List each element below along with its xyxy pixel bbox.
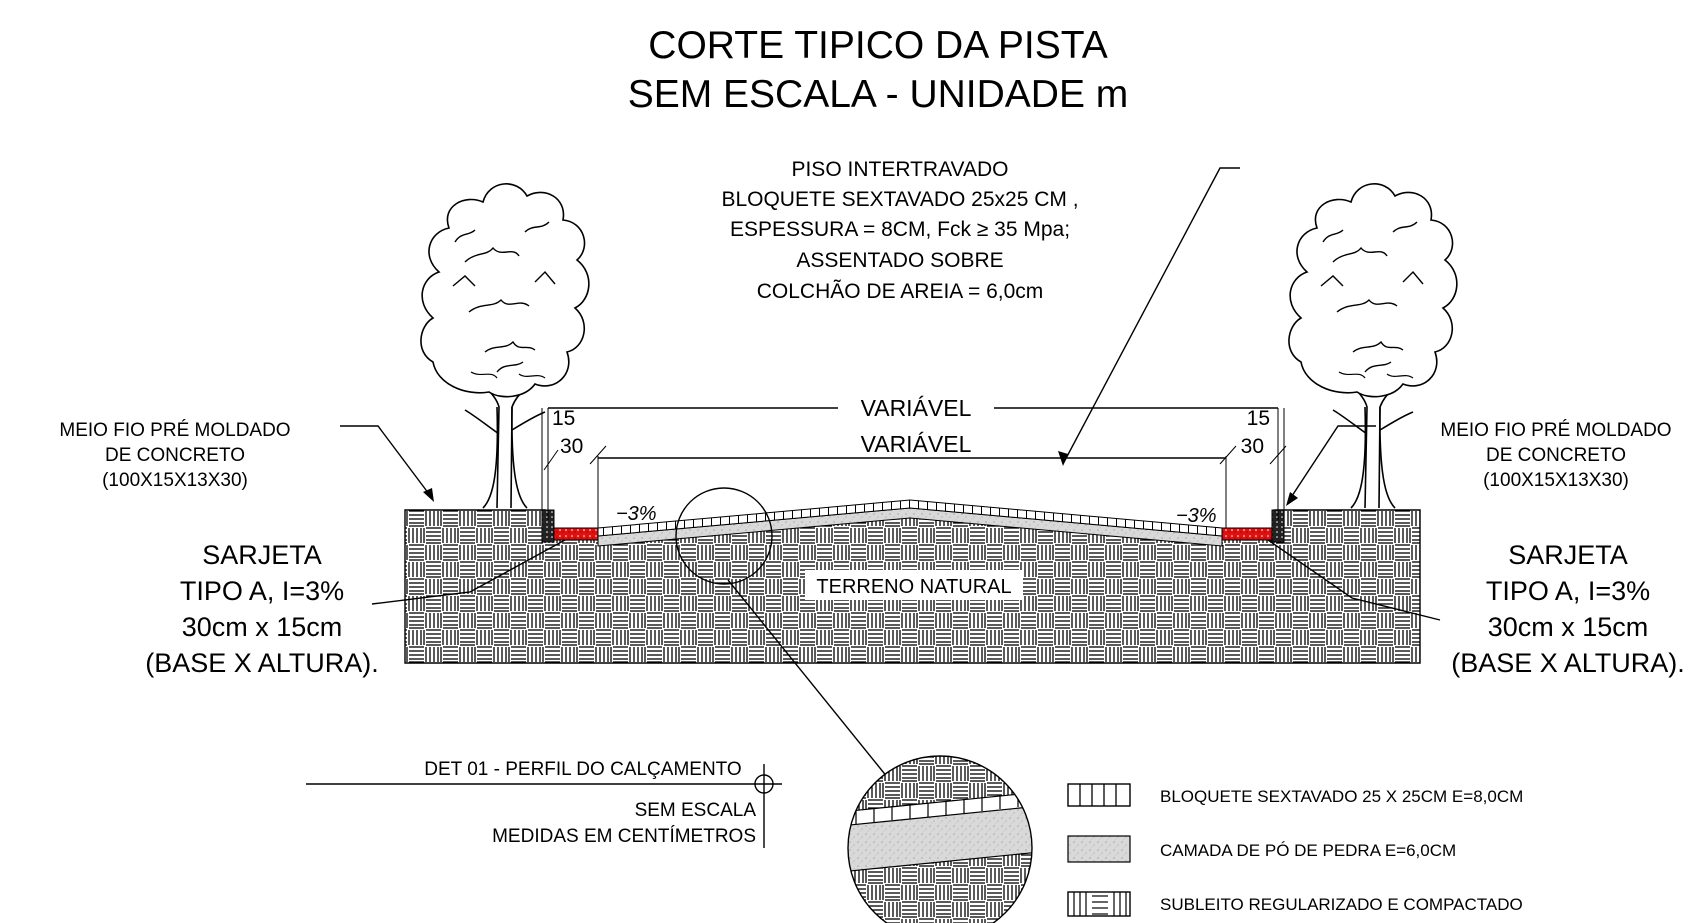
detail-callout-circle xyxy=(675,487,773,585)
pavement-note-line-1: PISO INTERTRAVADO xyxy=(791,158,1008,181)
legend-label-blocks: BLOQUETE SEXTAVADO 25 X 25CM E=8,0CM xyxy=(1160,787,1523,806)
detail-scale: SEM ESCALA xyxy=(635,800,757,821)
legend-swatch-stone-dust xyxy=(1067,835,1131,863)
dimension-curb-right: 15 xyxy=(1247,407,1270,430)
detail-magnified-circle xyxy=(847,755,1033,923)
gutter-label-left-line-1: SARJETA xyxy=(202,540,322,570)
legend-item-stone-dust: CAMADA DE PÓ DE PEDRA E=6,0CM xyxy=(1067,835,1456,863)
dimension-lines xyxy=(541,407,1287,528)
dimension-width-inner: VARIÁVEL xyxy=(861,431,972,457)
detail-title: DET 01 - PERFIL DO CALÇAMENTO xyxy=(424,759,741,780)
dimension-width-outer: VARIÁVEL xyxy=(861,395,972,421)
curb-label-left: MEIO FIO PRÉ MOLDADO DE CONCRETO (100X15… xyxy=(59,420,290,491)
curb-label-left-line-2: DE CONCRETO xyxy=(105,445,245,466)
curb-right-leader xyxy=(1287,425,1376,503)
pavement-note-leader xyxy=(1062,167,1240,465)
gutter-label-left-line-4: (BASE X ALTURA). xyxy=(145,648,379,678)
legend-label-subgrade: SUBLEITO REGULARIZADO E COMPACTADO xyxy=(1160,895,1523,914)
ground-label: TERRENO NATURAL xyxy=(816,576,1011,598)
dimension-gutter-left: 30 xyxy=(560,435,583,458)
title-line-1: CORTE TIPICO DA PISTA xyxy=(648,24,1107,67)
pavement-note-line-2: BLOQUETE SEXTAVADO 25x25 CM , xyxy=(721,188,1078,211)
curb-label-right-line-2: DE CONCRETO xyxy=(1486,445,1626,466)
dimension-curb-left: 15 xyxy=(552,407,575,430)
pavement-note: PISO INTERTRAVADO BLOQUETE SEXTAVADO 25x… xyxy=(721,158,1078,303)
legend-item-blocks: BLOQUETE SEXTAVADO 25 X 25CM E=8,0CM xyxy=(1067,783,1523,807)
tree-left-icon xyxy=(420,183,590,509)
detail-magnified-view xyxy=(848,756,1032,923)
ground-label-backdrop xyxy=(805,570,1023,600)
legend-item-subgrade: SUBLEITO REGULARIZADO E COMPACTADO xyxy=(1067,891,1523,917)
curb-label-right-line-1: MEIO FIO PRÉ MOLDADO xyxy=(1440,420,1671,441)
gutter-label-right-line-2: TIPO A, I=3% xyxy=(1486,576,1650,606)
gutter-label-left-line-2: TIPO A, I=3% xyxy=(180,576,344,606)
detail-callout-leader xyxy=(727,579,889,779)
pavement-note-line-5: COLCHÃO DE AREIA = 6,0cm xyxy=(757,279,1044,303)
dimension-gutter-right: 30 xyxy=(1241,435,1264,458)
gutter-left-leader xyxy=(371,539,566,605)
legend: BLOQUETE SEXTAVADO 25 X 25CM E=8,0CM CAM… xyxy=(1067,783,1523,917)
gutter-label-right-line-1: SARJETA xyxy=(1508,540,1628,570)
gutter-label-left-line-3: 30cm x 15cm xyxy=(182,612,343,642)
legend-label-stone-dust: CAMADA DE PÓ DE PEDRA E=6,0CM xyxy=(1160,841,1456,860)
gutter-left xyxy=(553,527,599,541)
curb-left-leader xyxy=(340,425,433,499)
pavement-note-line-3: ESPESSURA = 8CM, Fck ≥ 35 Mpa; xyxy=(730,218,1070,241)
curb-left-arrowhead xyxy=(423,488,434,502)
slope-right: −3% xyxy=(1176,505,1217,527)
gutter-label-right-line-4: (BASE X ALTURA). xyxy=(1451,648,1685,678)
gutter-label-right-line-3: 30cm x 15cm xyxy=(1488,612,1649,642)
slope-left: −3% xyxy=(616,503,657,525)
pavement-note-line-4: ASSENTADO SOBRE xyxy=(796,249,1003,272)
curb-label-right-line-3: (100X15X13X30) xyxy=(1483,470,1629,491)
curb-label-left-line-1: MEIO FIO PRÉ MOLDADO xyxy=(59,420,290,441)
curb-right-arrowhead xyxy=(1286,492,1298,506)
tree-right-icon xyxy=(1288,183,1458,509)
curb-label-left-line-3: (100X15X13X30) xyxy=(102,470,248,491)
detail-title-block: DET 01 - PERFIL DO CALÇAMENTO SEM ESCALA… xyxy=(306,759,782,848)
gutter-label-left: SARJETA TIPO A, I=3% 30cm x 15cm (BASE X… xyxy=(145,540,379,678)
curb-label-right: MEIO FIO PRÉ MOLDADO DE CONCRETO (100X15… xyxy=(1440,420,1671,491)
gutter-right xyxy=(1221,527,1273,541)
legend-swatch-block-hatch xyxy=(1067,783,1131,807)
gutter-right-leader xyxy=(1267,539,1441,621)
title-line-2: SEM ESCALA - UNIDADE m xyxy=(628,73,1129,116)
gutter-label-right: SARJETA TIPO A, I=3% 30cm x 15cm (BASE X… xyxy=(1451,540,1685,678)
detail-units: MEDIDAS EM CENTÍMETROS xyxy=(492,826,756,847)
